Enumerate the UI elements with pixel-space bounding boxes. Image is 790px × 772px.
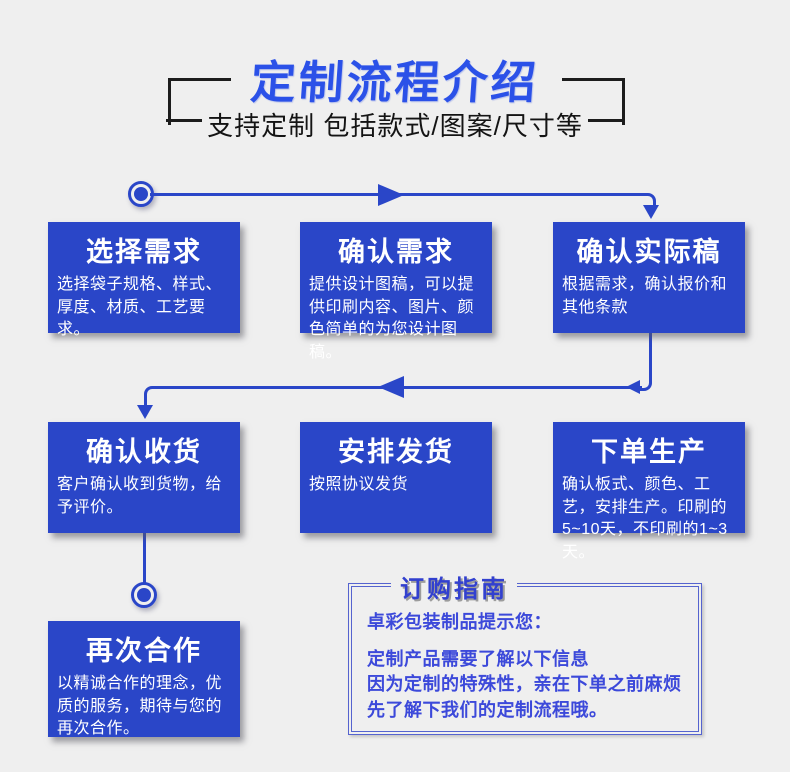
connector-line-bottom-vertical — [143, 533, 146, 583]
flow-step-select-requirements: 选择需求 选择袋子规格、样式、厚度、材质、工艺要求。 — [48, 222, 240, 338]
arrow-right-icon — [378, 184, 404, 206]
order-guide-line: 卓彩包装制品提示您： — [367, 612, 552, 632]
bullseye-dot-icon — [134, 187, 148, 201]
flow-step-title: 下单生产 — [591, 437, 707, 467]
page-title: 定制流程介绍 — [248, 57, 541, 108]
order-guide-line: 定制产品需要了解以下信息 — [367, 649, 589, 670]
flow-step-title: 确认需求 — [338, 237, 454, 267]
flow-step-desc: 根据需求，确认报价和其他条款 — [562, 276, 728, 316]
flow-step-desc: 确认板式、颜色、工艺，安排生产。印刷的5~10天，不印刷的1~3天。 — [562, 476, 728, 562]
flow-end-bullseye-icon — [131, 582, 157, 608]
order-guide-panel: 订购指南 卓彩包装制品提示您： 定制产品需要了解以下信息 因为定制的特殊性，亲在… — [348, 569, 702, 735]
bullseye-dot-icon — [137, 588, 151, 602]
flow-step-title: 确认实际稿 — [576, 237, 722, 267]
connector-elbow-mid-right — [640, 375, 652, 391]
flow-step-arrange-shipping: 安排发货 按照协议发货 — [300, 422, 492, 533]
order-guide-line: 因为定制的特殊性，亲在下单之前麻烦先了解下我们的定制流程哦。 — [367, 674, 682, 720]
flow-step-order-production: 下单生产 确认板式、颜色、工艺，安排生产。印刷的5~10天，不印刷的1~3天。 — [553, 422, 745, 561]
flow-step-desc: 提供设计图稿，可以提供印刷内容、图片、颜色简单的为您设计图稿。 — [309, 276, 475, 362]
flow-step-title: 确认收货 — [86, 437, 202, 467]
flow-step-confirm-receipt: 确认收货 客户确认收到货物，给予评价。 — [48, 422, 240, 533]
title-bracket-right-icon — [562, 78, 625, 125]
flow-step-desc: 选择袋子规格、样式、厚度、材质、工艺要求。 — [57, 276, 223, 339]
connector-line-mid-left-vertical — [144, 396, 147, 406]
flow-step-title: 再次合作 — [86, 636, 202, 666]
title-bracket-left-icon — [168, 78, 231, 125]
flow-step-title: 安排发货 — [338, 437, 454, 467]
arrow-down-icon — [643, 205, 659, 219]
order-guide-body: 卓彩包装制品提示您： 定制产品需要了解以下信息 因为定制的特殊性，亲在下单之前麻… — [367, 610, 689, 723]
connector-elbow-top-right — [644, 193, 656, 208]
subtitle-dash-left-icon — [166, 119, 202, 122]
connector-line-mid-vertical — [649, 333, 652, 379]
flow-step-desc: 客户确认收到货物，给予评价。 — [57, 476, 223, 516]
flow-step-title: 选择需求 — [86, 237, 202, 267]
order-guide-title: 订购指南 — [391, 569, 517, 604]
arrow-down-icon — [137, 405, 153, 419]
flow-step-repeat-cooperation: 再次合作 以精诚合作的理念，优质的服务，期待与您的再次合作。 — [48, 621, 240, 737]
flow-step-confirm-requirements: 确认需求 提供设计图稿，可以提供印刷内容、图片、颜色简单的为您设计图稿。 — [300, 222, 492, 361]
flow-step-desc: 按照协议发货 — [309, 476, 409, 493]
subtitle-dash-right-icon — [588, 119, 624, 122]
flow-step-confirm-final-draft: 确认实际稿 根据需求，确认报价和其他条款 — [553, 222, 745, 333]
order-guide-inner-border — [351, 586, 699, 732]
page-subtitle: 支持定制 包括款式/图案/尺寸等 — [207, 111, 583, 141]
flow-step-desc: 以精诚合作的理念，优质的服务，期待与您的再次合作。 — [57, 675, 223, 738]
connector-elbow-mid-left — [144, 386, 156, 401]
arrow-left-icon — [378, 376, 404, 398]
